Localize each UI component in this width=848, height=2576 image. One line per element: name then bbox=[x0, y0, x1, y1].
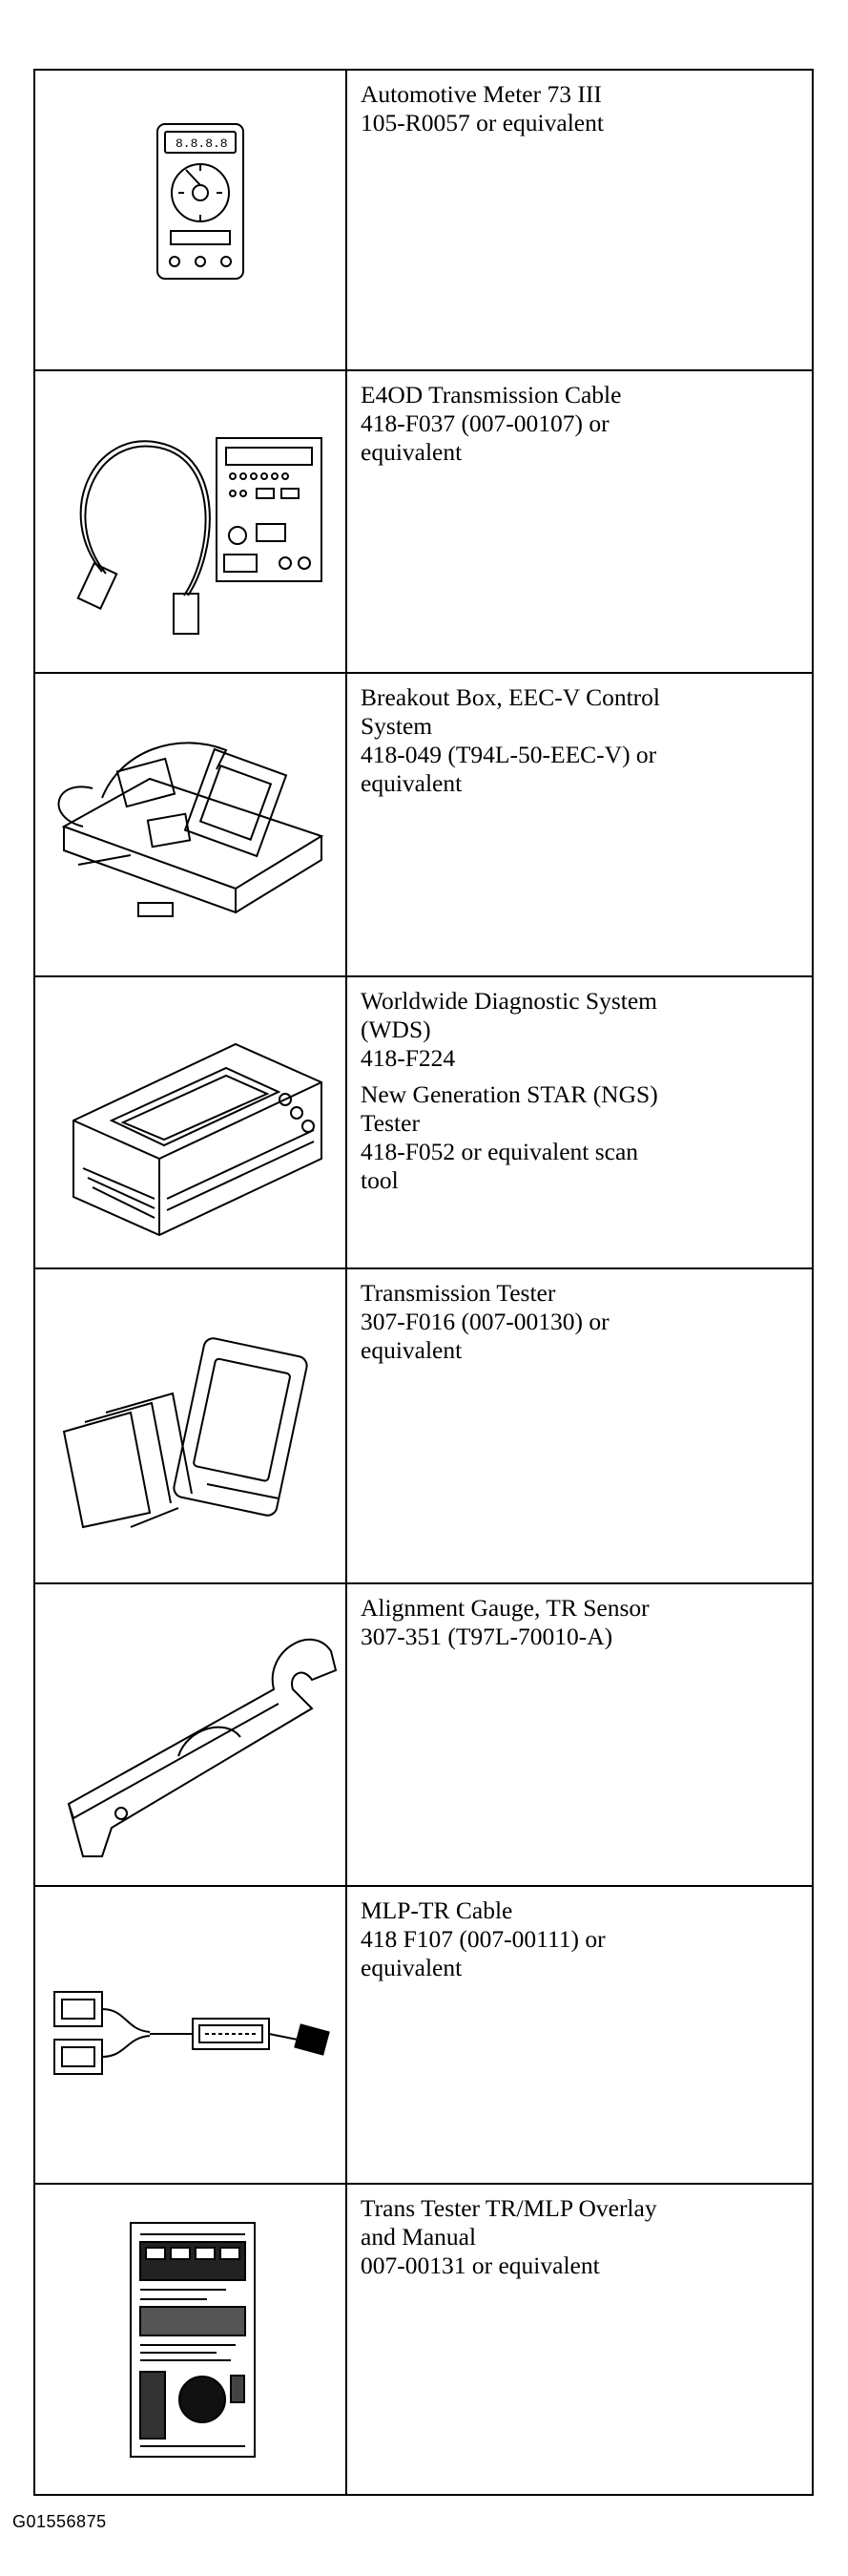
tool-name-cont: System bbox=[361, 712, 433, 740]
tool-part-number: 307-F016 (007-00130) or bbox=[361, 1308, 610, 1335]
breakout-box-icon bbox=[57, 742, 324, 917]
tool-equivalent: equivalent bbox=[361, 438, 463, 466]
tool-description: Worldwide Diagnostic System (WDS) 418-F2… bbox=[345, 975, 814, 1269]
tool-description: Automotive Meter 73 III 105-R0057 or equ… bbox=[345, 69, 814, 371]
alignment-gauge-icon bbox=[67, 1638, 338, 1857]
tool-image-cell bbox=[33, 975, 347, 1269]
tool-description: MLP-TR Cable 418 F107 (007-00111) or equ… bbox=[345, 1885, 814, 2185]
tool-name: Worldwide Diagnostic System bbox=[361, 987, 657, 1015]
tool-part-number: 307-351 (T97L-70010-A) bbox=[361, 1623, 613, 1650]
tool-name: Automotive Meter 73 III bbox=[361, 80, 602, 108]
tool-part-number: 418 F107 (007-00111) or bbox=[361, 1925, 606, 1953]
multimeter-icon: 8.8.8.8 bbox=[156, 123, 244, 280]
tool-part-number: 418-F224 bbox=[361, 1044, 456, 1072]
tool-part-number: 105-R0057 or equivalent bbox=[361, 109, 604, 136]
tool-image-cell bbox=[33, 1267, 347, 1584]
tool-name-cont: Tester bbox=[361, 1109, 420, 1137]
tool-image-cell: 8.8.8.8 bbox=[33, 69, 347, 371]
tool-description: E4OD Transmission Cable 418-F037 (007-00… bbox=[345, 369, 814, 674]
tool-name: Alignment Gauge, TR Sensor bbox=[361, 1594, 650, 1622]
figure-id: G01556875 bbox=[12, 2512, 107, 2531]
tool-description: Trans Tester TR/MLP Overlay and Manual 0… bbox=[345, 2183, 814, 2496]
tool-name: Trans Tester TR/MLP Overlay bbox=[361, 2194, 657, 2222]
tool-name: New Generation STAR (NGS) bbox=[361, 1080, 658, 1108]
tool-equivalent: equivalent bbox=[361, 769, 463, 797]
mlp-tr-cable-icon bbox=[53, 1991, 330, 2075]
tool-description: Transmission Tester 307-F016 (007-00130)… bbox=[345, 1267, 814, 1584]
special-tools-table: 8.8.8.8 Automotive Meter 73 III 105-R005… bbox=[33, 69, 814, 2496]
tool-row: Breakout Box, EEC-V Control System 418-0… bbox=[33, 672, 814, 977]
tool-equivalent: equivalent bbox=[361, 1954, 463, 1981]
tool-part-number: 418-F052 or equivalent scan bbox=[361, 1138, 639, 1165]
tool-name: E4OD Transmission Cable bbox=[361, 381, 622, 408]
tool-row: Worldwide Diagnostic System (WDS) 418-F2… bbox=[33, 975, 814, 1269]
diagnostic-system-icon bbox=[72, 1042, 322, 1237]
tool-part-number: 418-F037 (007-00107) or bbox=[361, 409, 610, 437]
tool-equivalent: equivalent bbox=[361, 1336, 463, 1364]
tool-description: Breakout Box, EEC-V Control System 418-0… bbox=[345, 672, 814, 977]
tool-name-cont: tool bbox=[361, 1166, 399, 1194]
transmission-cable-icon bbox=[76, 437, 322, 635]
tool-part-number: 418-049 (T94L-50-EEC-V) or bbox=[361, 741, 657, 768]
svg-text:8.8.8.8: 8.8.8.8 bbox=[176, 136, 228, 151]
tool-part-number: 007-00131 or equivalent bbox=[361, 2251, 600, 2279]
tool-abbreviation: (WDS) bbox=[361, 1016, 431, 1043]
tool-row: 8.8.8.8 Automotive Meter 73 III 105-R005… bbox=[33, 69, 814, 371]
tool-image-cell bbox=[33, 1582, 347, 1887]
transmission-tester-icon bbox=[62, 1337, 308, 1529]
tool-name-cont: and Manual bbox=[361, 2223, 477, 2251]
tool-row: Alignment Gauge, TR Sensor 307-351 (T97L… bbox=[33, 1582, 814, 1887]
tool-image-cell bbox=[33, 1885, 347, 2185]
tool-description: Alignment Gauge, TR Sensor 307-351 (T97L… bbox=[345, 1582, 814, 1887]
tool-row: Trans Tester TR/MLP Overlay and Manual 0… bbox=[33, 2183, 814, 2496]
overlay-manual-icon bbox=[130, 2222, 256, 2458]
tool-name: Transmission Tester bbox=[361, 1279, 556, 1307]
tool-name: MLP-TR Cable bbox=[361, 1896, 513, 1924]
tool-name: Breakout Box, EEC-V Control bbox=[361, 683, 661, 711]
tool-row: Transmission Tester 307-F016 (007-00130)… bbox=[33, 1267, 814, 1584]
tool-image-cell bbox=[33, 369, 347, 674]
tool-row: MLP-TR Cable 418 F107 (007-00111) or equ… bbox=[33, 1885, 814, 2185]
tool-image-cell bbox=[33, 672, 347, 977]
tool-image-cell bbox=[33, 2183, 347, 2496]
tool-row: E4OD Transmission Cable 418-F037 (007-00… bbox=[33, 369, 814, 674]
